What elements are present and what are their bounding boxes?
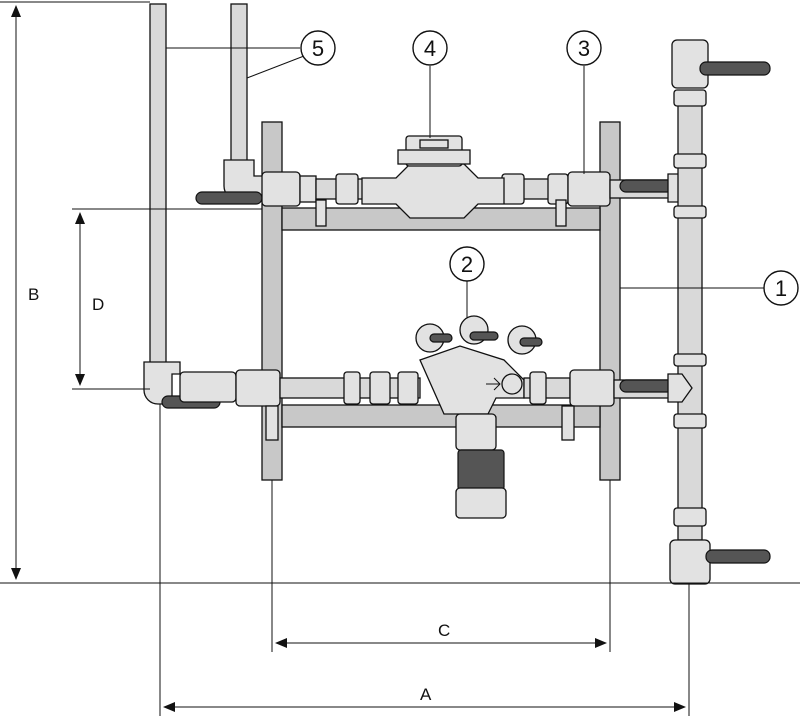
dimension-label-a: A (420, 685, 432, 704)
svg-text:3: 3 (578, 36, 590, 61)
dimension-label-d: D (92, 295, 104, 314)
callout-2: 2 (449, 246, 485, 282)
dimension-label-c: C (438, 621, 450, 640)
callout-3: 3 (566, 30, 602, 66)
callout-4: 4 (412, 30, 448, 66)
bypass-pipe (669, 39, 771, 585)
svg-text:1: 1 (775, 276, 787, 301)
callout-leaders (166, 47, 764, 318)
svg-text:4: 4 (424, 36, 436, 61)
svg-text:2: 2 (461, 252, 473, 277)
svg-text:5: 5 (312, 36, 324, 61)
dimension-label-b: B (28, 285, 39, 304)
upper-pipeline (149, 3, 693, 365)
callout-5: 5 (300, 30, 336, 66)
callout-1: 1 (763, 270, 799, 306)
lower-pipeline (143, 315, 693, 519)
